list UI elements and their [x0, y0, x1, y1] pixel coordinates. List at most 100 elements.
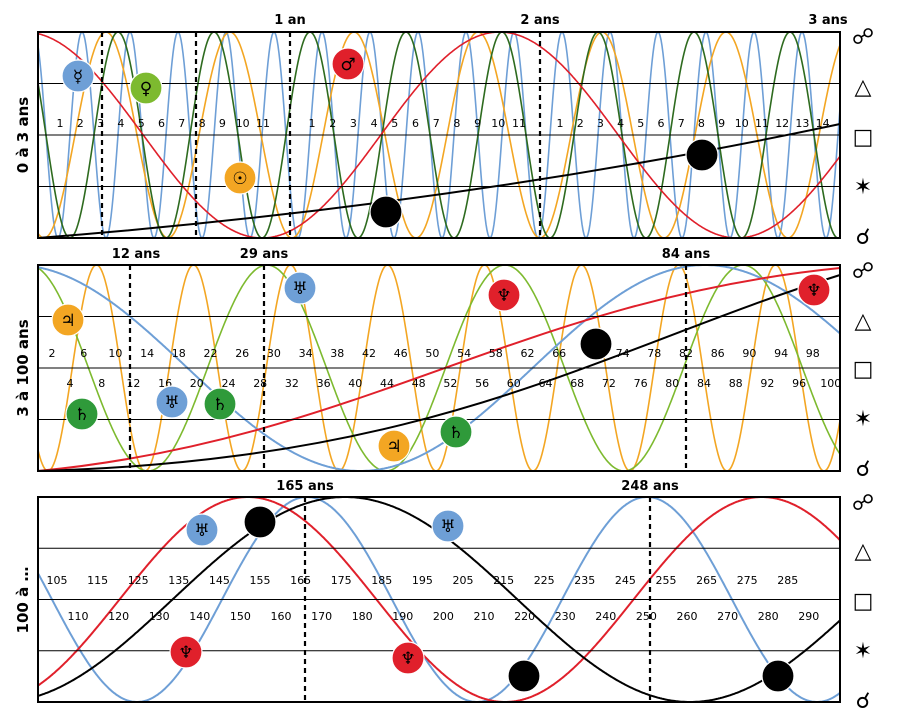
- planet-badge-neptune: ♆: [391, 641, 425, 675]
- aspect-trigone-icon: △: [855, 309, 872, 334]
- aspect-sextile-icon: ✶: [854, 175, 872, 200]
- month-tick-label: 4: [117, 117, 124, 130]
- age-tick-label: 265: [696, 574, 717, 587]
- planet-badge-uranus-glyph: ♅: [164, 393, 179, 413]
- month-tick-label: 1: [57, 117, 64, 130]
- aspect-trigone-icon: △: [855, 539, 872, 564]
- year-marker-label: 3 ans: [808, 13, 848, 28]
- month-tick-label: 11: [755, 117, 769, 130]
- age-tick-label: 62: [521, 347, 535, 360]
- age-tick-label: 82: [679, 347, 693, 360]
- aspect-sextile-icon: ✶: [854, 407, 872, 432]
- planet-badge-uranus-disc: [155, 385, 189, 419]
- age-tick-label: 180: [352, 610, 373, 623]
- age-tick-label: 76: [634, 377, 648, 390]
- month-tick-label: 5: [391, 117, 398, 130]
- planet-badge-neptune: ♆: [487, 278, 521, 312]
- age-tick-label: 74: [616, 347, 630, 360]
- age-tick-label: 270: [717, 610, 738, 623]
- planet-badge-pluton-disc: [761, 659, 795, 693]
- planet-badge-uranus-disc: [283, 271, 317, 305]
- month-tick-label: 6: [658, 117, 665, 130]
- age-tick-label: 10: [108, 347, 122, 360]
- age-tick-label: 50: [425, 347, 439, 360]
- panel-2-side-label: 3 à 100 ans: [14, 319, 32, 416]
- planet-badge-saturne: ♄: [65, 397, 99, 431]
- age-tick-label: 42: [362, 347, 376, 360]
- age-tick-label: 14: [140, 347, 154, 360]
- neptune-long-curve: [37, 496, 841, 703]
- planet-badge-saturne-glyph: ♄: [212, 395, 227, 415]
- age-tick-label: 12: [126, 377, 140, 390]
- month-tick-label: 12: [775, 117, 789, 130]
- month-tick-label: 5: [637, 117, 644, 130]
- planet-badge-mercure-glyph: ☿: [73, 67, 83, 87]
- age-tick-label: 155: [250, 574, 271, 587]
- planet-badge-venus-glyph: ♀: [140, 79, 152, 99]
- month-tick-label: 5: [138, 117, 145, 130]
- planet-badge-neptune-disc: [797, 273, 831, 307]
- age-tick-label: 275: [737, 574, 758, 587]
- age-tick-label: 92: [760, 377, 774, 390]
- planet-badge-soleil-glyph: ☉: [232, 169, 247, 189]
- age-tick-label: 125: [128, 574, 149, 587]
- age-tick-label: 96: [792, 377, 806, 390]
- planet-badge-mercure-disc: [61, 59, 95, 93]
- age-tick-label: 32: [285, 377, 299, 390]
- aspect-trigone-icon: △: [855, 75, 872, 100]
- month-tick-label: 2: [329, 117, 336, 130]
- age-tick-label: 250: [636, 610, 657, 623]
- month-tick-label: 8: [199, 117, 206, 130]
- age-tick-label: 58: [489, 347, 503, 360]
- age-tick-label: 60: [507, 377, 521, 390]
- age-tick-label: 64: [539, 377, 553, 390]
- month-tick-label: 14: [816, 117, 830, 130]
- month-tick-label: 4: [371, 117, 378, 130]
- age-tick-label: 40: [348, 377, 362, 390]
- age-marker-label: 84 ans: [662, 247, 711, 262]
- age-tick-label: 8: [98, 377, 105, 390]
- age-tick-label: 285: [777, 574, 798, 587]
- planet-badge-soleil: ☉: [223, 161, 257, 195]
- age-marker-label: 165 ans: [276, 479, 334, 494]
- age-tick-label: 230: [555, 610, 576, 623]
- planet-badge-uranus-disc: [431, 509, 465, 543]
- planet-badge-neptune-glyph: ♆: [400, 649, 415, 669]
- age-tick-label: 160: [271, 610, 292, 623]
- aspect-carre-icon: □: [853, 125, 874, 150]
- planet-badge-venus-disc: [129, 71, 163, 105]
- month-tick-label: 1: [557, 117, 564, 130]
- month-tick-label: 6: [158, 117, 165, 130]
- age-tick-label: 46: [394, 347, 408, 360]
- planet-badge-pluton: ♇: [761, 659, 795, 693]
- age-tick-label: 245: [615, 574, 636, 587]
- age-tick-label: 150: [230, 610, 251, 623]
- uranus-long-curve: [37, 496, 841, 703]
- planet-badge-jupiter-disc: [685, 138, 719, 172]
- mars-curve: [37, 31, 841, 239]
- age-tick-label: 24: [222, 377, 236, 390]
- planet-badge-saturne-disc: [203, 387, 237, 421]
- age-tick-label: 110: [68, 610, 89, 623]
- planet-badge-pluton: ♇: [243, 505, 277, 539]
- aspect-conjonction-icon: ☌: [856, 225, 871, 250]
- year-marker-label: 2 ans: [520, 13, 560, 28]
- age-tick-label: 215: [493, 574, 514, 587]
- planet-badge-neptune: ♆: [169, 635, 203, 669]
- age-tick-label: 220: [514, 610, 535, 623]
- sun-curve: [37, 31, 841, 239]
- age-tick-label: 200: [433, 610, 454, 623]
- planet-badge-mars-glyph: ♂: [340, 55, 355, 75]
- jupiter-curve: [37, 123, 841, 239]
- planet-badge-pluton-disc: [507, 659, 541, 693]
- planet-badge-neptune-glyph: ♆: [496, 286, 511, 306]
- aspect-opposition-icon: ☍: [852, 491, 874, 516]
- planet-badge-saturne-disc: [65, 397, 99, 431]
- age-tick-label: 72: [602, 377, 616, 390]
- aspect-opposition-icon: ☍: [852, 259, 874, 284]
- planet-badge-saturne-glyph: ♄: [448, 423, 463, 443]
- planet-badge-pluton: ♇: [507, 659, 541, 693]
- age-tick-label: 195: [412, 574, 433, 587]
